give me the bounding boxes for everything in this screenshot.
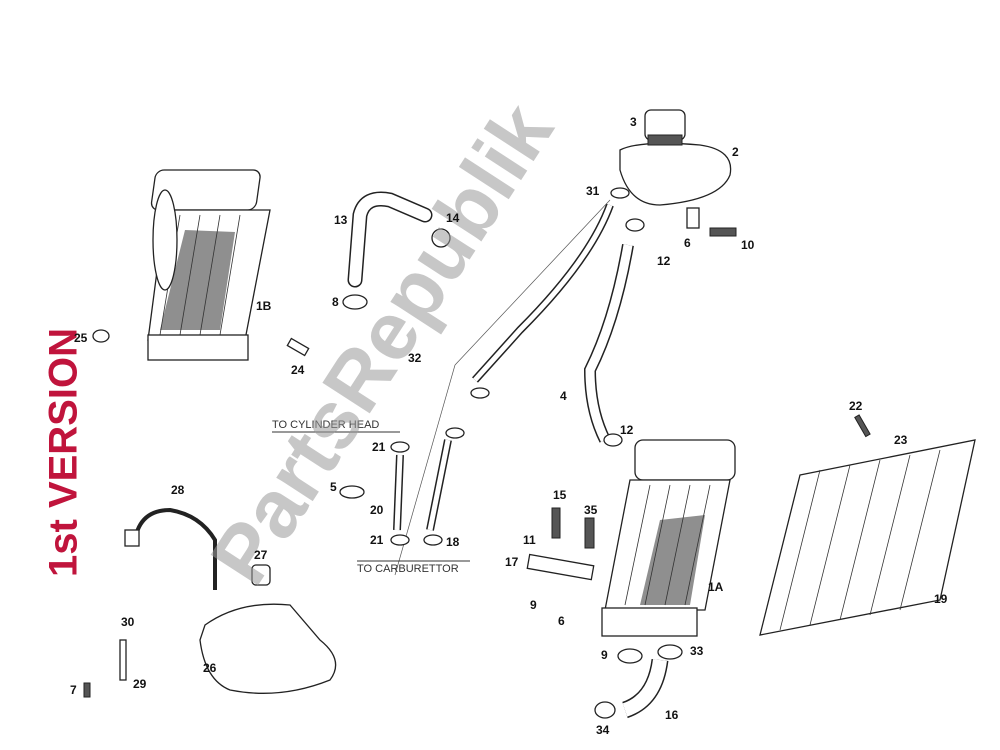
label-19: 19: [934, 592, 948, 606]
callout-labels: 1A 1B 2 3 4 5 6 6 7 8 9 9 10 11 12 12 13…: [70, 115, 948, 737]
clip-6[interactable]: [686, 207, 700, 229]
label-10: 10: [741, 238, 755, 252]
label-30: 30: [121, 615, 135, 629]
label-3: 3: [630, 115, 637, 129]
label-25: 25: [74, 331, 88, 345]
sensor-28[interactable]: [133, 507, 217, 590]
ring-25[interactable]: [92, 329, 110, 343]
label-33: 33: [690, 644, 704, 658]
note-to-carburettor: TO CARBURETTOR: [357, 563, 459, 575]
label-22: 22: [849, 399, 863, 413]
label-16: 16: [665, 708, 679, 722]
radiator-1a[interactable]: [601, 439, 736, 637]
clamp-33[interactable]: [657, 644, 683, 660]
radiator-1b[interactable]: [147, 169, 271, 361]
label-1b: 1B: [256, 299, 272, 313]
label-35: 35: [584, 503, 598, 517]
label-24: 24: [291, 363, 305, 377]
label-11: 11: [523, 533, 536, 547]
sensor-24[interactable]: [286, 337, 310, 357]
label-31: 31: [586, 184, 600, 198]
label-20: 20: [370, 503, 384, 517]
expansion-tank-2[interactable]: [619, 109, 732, 206]
label-12b: 12: [620, 423, 634, 437]
note-to-cylinder-head: TO CYLINDER HEAD: [272, 419, 379, 431]
label-6b: 6: [558, 614, 565, 628]
grommet-9[interactable]: [617, 648, 643, 664]
label-9: 9: [530, 598, 537, 612]
tube-29[interactable]: [119, 639, 127, 681]
label-34: 34: [596, 723, 610, 737]
label-12: 12: [657, 254, 671, 268]
label-6: 6: [684, 236, 691, 250]
screw-15[interactable]: [551, 507, 561, 539]
label-1a: 1A: [708, 580, 724, 594]
screw-22[interactable]: [854, 414, 871, 438]
label-23: 23: [894, 433, 908, 447]
radiator-cover-19[interactable]: [759, 439, 976, 636]
screw-35[interactable]: [584, 517, 595, 549]
label-21b: 21: [370, 533, 384, 547]
label-15: 15: [553, 488, 567, 502]
label-2: 2: [732, 145, 739, 159]
label-8: 8: [332, 295, 339, 309]
clamp-34[interactable]: [594, 701, 616, 719]
label-28: 28: [171, 483, 185, 497]
cap-27[interactable]: [251, 564, 271, 586]
label-4: 4: [560, 389, 567, 403]
label-32: 32: [408, 351, 422, 365]
label-21: 21: [372, 440, 386, 454]
bracket-17[interactable]: [526, 553, 595, 581]
label-5: 5: [330, 480, 337, 494]
label-13: 13: [334, 213, 348, 227]
clamp-8[interactable]: [342, 294, 368, 310]
watermark: PartsRepublik: [194, 87, 571, 599]
label-9b: 9: [601, 648, 608, 662]
label-7: 7: [70, 683, 77, 697]
label-17: 17: [505, 555, 519, 569]
clamp-5[interactable]: [339, 485, 365, 499]
label-14: 14: [446, 211, 460, 225]
clamp-14[interactable]: [431, 228, 451, 248]
label-27: 27: [254, 548, 268, 562]
label-18: 18: [446, 535, 460, 549]
bolt-7[interactable]: [83, 682, 91, 698]
oil-tank-26[interactable]: [199, 603, 337, 694]
label-26: 26: [203, 661, 217, 675]
screw-10[interactable]: [709, 227, 737, 237]
label-29: 29: [133, 677, 147, 691]
